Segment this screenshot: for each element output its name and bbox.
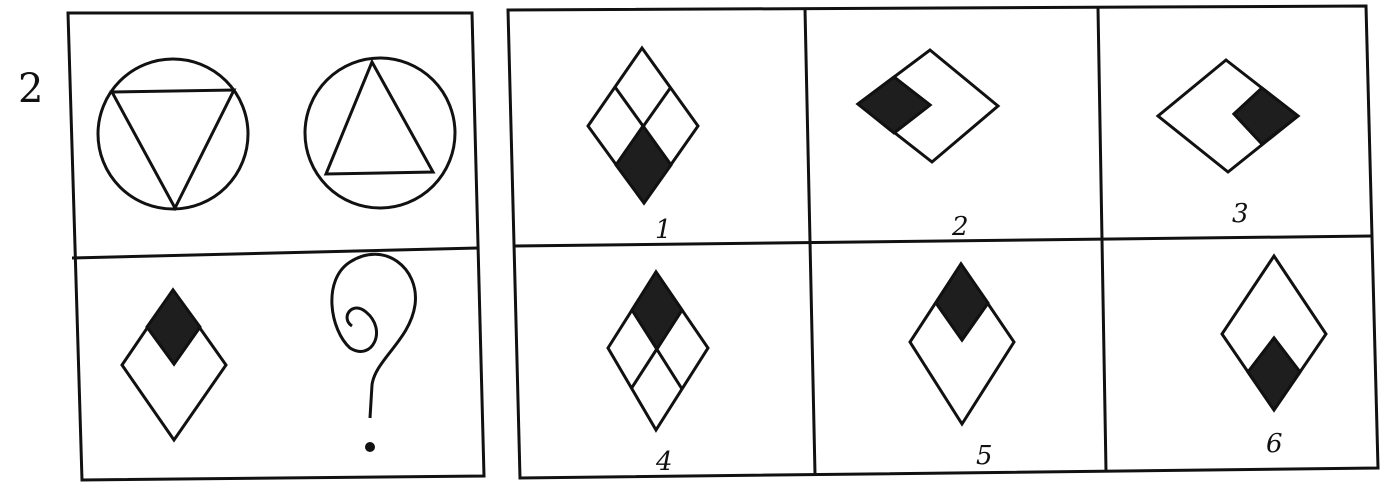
option-4-label: 4 <box>655 447 673 477</box>
option-6[interactable]: 6 <box>1222 256 1326 459</box>
option-1-label: 1 <box>655 215 672 245</box>
option-2-label: 2 <box>951 212 969 242</box>
question-mark-curl <box>332 254 416 418</box>
circle-upright-triangle-figure <box>305 58 455 208</box>
option-3[interactable]: 3 <box>1158 60 1298 229</box>
option-2[interactable]: 2 <box>858 50 998 242</box>
matrix-divider <box>72 248 478 258</box>
circle-inverted-triangle-figure <box>98 59 248 209</box>
matrix-border <box>68 13 484 480</box>
option-3-label: 3 <box>1232 199 1249 229</box>
question-mark-dot <box>365 442 375 452</box>
option-4[interactable]: 4 <box>608 272 708 477</box>
option-5-label: 5 <box>976 441 993 471</box>
item-number: 2 <box>18 66 43 112</box>
option-5[interactable]: 5 <box>910 264 1014 471</box>
rhombus-top-notch-figure <box>122 290 226 440</box>
problem-matrix <box>68 13 484 480</box>
option-6-label: 6 <box>1266 429 1283 459</box>
option-1[interactable]: 1 <box>588 48 698 245</box>
options-row-divider <box>514 236 1372 246</box>
question-mark-figure <box>332 254 416 452</box>
